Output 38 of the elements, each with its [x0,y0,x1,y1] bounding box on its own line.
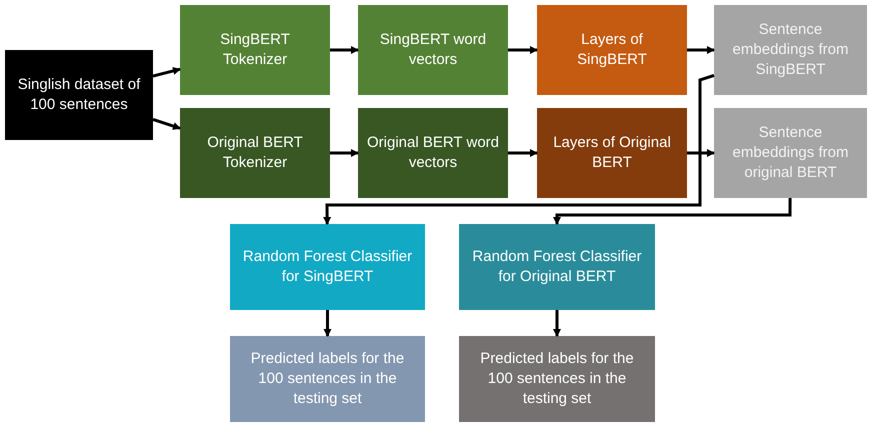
box-label: Random Forest Classifier for Original BERT [471,246,643,287]
arrow [330,149,359,157]
process-box [180,108,330,198]
box-label: SingBERT word vectors [378,30,488,70]
arrow [687,46,715,54]
process-box [714,108,867,198]
box-label: Layers of SingBERT [576,30,648,70]
box-label: Predicted labels for the 100 sentences in the testing set [479,348,635,410]
box-label: Random Forest Classifier for SingBERT [242,246,414,287]
arrow [324,310,332,337]
process-box [459,224,655,310]
process-box [230,224,425,310]
arrow [508,46,538,54]
arrow [330,46,359,54]
box-label: Original BERT word vectors [366,132,500,173]
arrow [687,149,715,157]
box-label: Singlish dataset of 100 sentences [16,74,142,115]
process-box [537,108,687,198]
process-box [714,5,867,95]
arrow [323,74,714,225]
arrow [508,149,538,157]
box-label: Sentence embeddings from original BERT [732,122,850,184]
process-box [537,5,687,95]
box-label: Predicted labels for the 100 sentences in the testing set [250,348,406,410]
arrow [152,67,181,78]
process-box [358,108,508,198]
arrow [152,118,181,130]
process-box [180,5,330,95]
arrow [553,310,561,337]
box-label: SingBERT Tokenizer [219,30,291,70]
box-label: Layers of Original BERT [552,132,672,173]
box-label: Original BERT Tokenizer [206,132,304,173]
process-box [230,336,425,422]
process-box [358,5,508,95]
process-box [459,336,655,422]
process-box [5,50,153,140]
box-label: Sentence embeddings from SingBERT [732,20,850,80]
arrow [553,198,792,225]
